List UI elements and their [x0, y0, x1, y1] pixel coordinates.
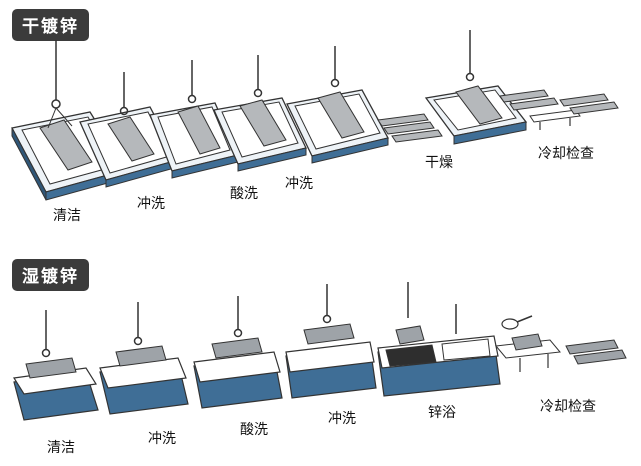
wet-rinse-tank-2 [285, 284, 377, 399]
wet-step-zinc-bath-label: 锌浴 [428, 405, 456, 421]
dry-step-clean-label: 清洁 [53, 208, 81, 224]
wet-rinse-tank-1 [99, 302, 189, 415]
dry-step-rinse2-label: 冲洗 [285, 176, 313, 192]
dry-step-rinse1-label: 冲洗 [137, 196, 165, 212]
wet-cooling-rack [495, 315, 627, 372]
wet-pickling-tank [193, 296, 283, 409]
wet-step-clean-label: 清洁 [47, 440, 75, 456]
dry-step-pickle-label: 酸洗 [230, 186, 258, 202]
wet-galvanizing-title: 湿镀锌 [12, 259, 89, 291]
dry-zinc-tank [424, 30, 528, 145]
dry-step-cool-label: 冷却检查 [538, 146, 594, 162]
dry-step-dry-label: 干燥 [425, 155, 453, 171]
wet-step-pickle-label: 酸洗 [240, 422, 268, 438]
dry-cooling-rack [499, 89, 619, 130]
dry-rinse-tank-2 [213, 55, 307, 172]
dry-galvanizing-title: 干镀锌 [12, 9, 89, 41]
wet-zinc-bath-tank [377, 282, 501, 397]
dry-rinse-tank-1 [79, 72, 179, 188]
wet-step-rinse1-label: 冲洗 [148, 431, 176, 447]
wet-step-rinse2-label: 冲洗 [328, 411, 356, 427]
dry-rinse-tank-3 [286, 46, 389, 164]
wet-step-cool-label: 冷却检查 [540, 399, 596, 415]
wet-clean-tank [13, 310, 99, 421]
drying-bars [377, 113, 443, 143]
